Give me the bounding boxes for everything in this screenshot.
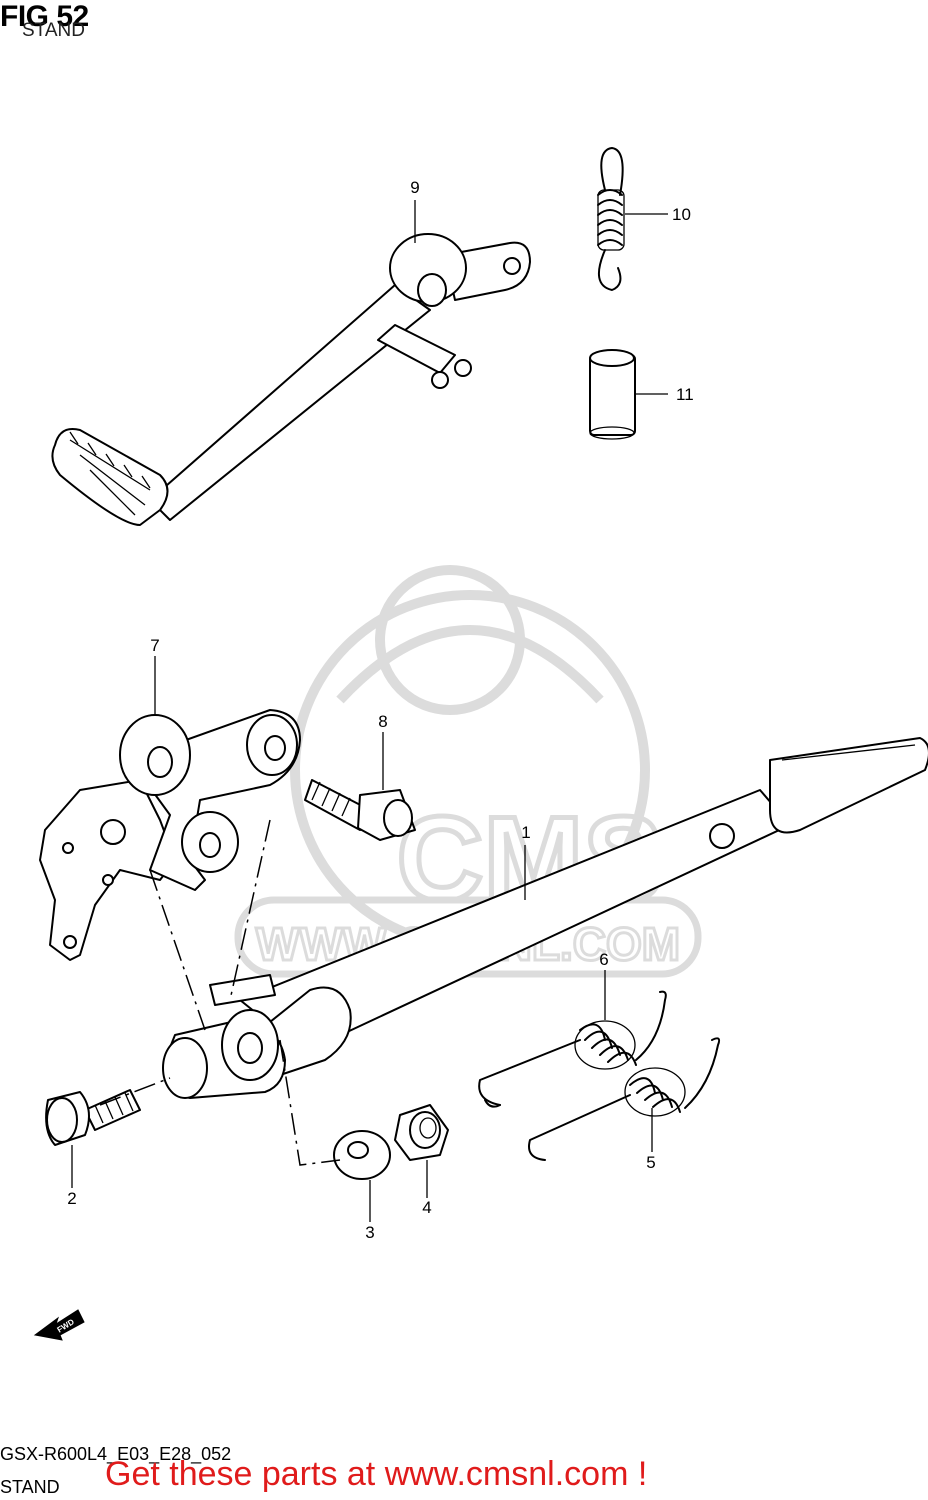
callout-2: 2 (67, 1189, 76, 1208)
part-6-spring (478, 990, 667, 1108)
figure-subtitle: STAND (22, 20, 85, 41)
assembly-lines (99, 819, 341, 1166)
part-8-bolt (304, 779, 416, 841)
part-7-bracket (39, 709, 301, 961)
callout-7: 7 (150, 636, 159, 655)
part-9-pedal-lever (51, 233, 531, 526)
section-name: STAND (0, 1477, 60, 1497)
callout-3: 3 (365, 1223, 374, 1242)
callout-5: 5 (646, 1153, 655, 1172)
callout-10: 10 (672, 205, 691, 224)
promo-link[interactable]: Get these parts at www.cmsnl.com ! (105, 1455, 648, 1493)
part-10-spring (597, 147, 625, 291)
callout-6: 6 (599, 950, 608, 969)
callout-1: 1 (521, 823, 530, 842)
callout-4: 4 (422, 1198, 431, 1217)
part-3-washer (333, 1130, 391, 1180)
callout-9: 9 (410, 178, 419, 197)
callout-8: 8 (378, 712, 387, 731)
part-1-side-stand (162, 737, 928, 1099)
figure-label: FIG 52 (0, 0, 89, 33)
part-11-collar (589, 349, 636, 440)
fwd-arrow-icon: FWD (33, 1309, 85, 1341)
part-5-spring (528, 1037, 721, 1161)
callout-11: 11 (676, 385, 694, 404)
diagram-code: GSX-R600L4_E03_E28_052 (0, 1444, 232, 1464)
part-4-nut (394, 1104, 449, 1161)
leader-lines (71, 200, 668, 1222)
part-2-pivot-bolt (45, 1089, 141, 1146)
